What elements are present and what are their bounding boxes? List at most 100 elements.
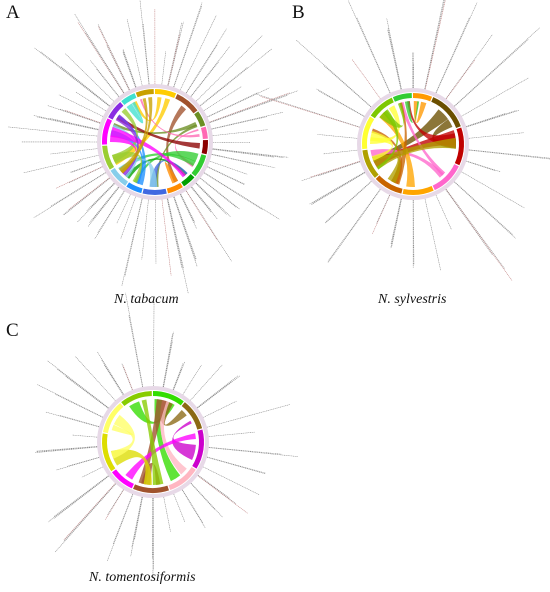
gene-label-mark [50,172,106,207]
gene-label-mark [203,400,237,418]
gene-label-mark [190,483,216,510]
caption-c: N. tomentosiformis [89,570,196,585]
gene-label-mark [55,166,103,189]
gene-label-mark [200,48,272,107]
gene-label-mark [209,160,248,175]
gene-label-mark [454,39,529,107]
chromosome-sector [108,102,124,120]
gene-label-mark [167,33,181,86]
gene-label-mark [197,475,248,514]
gene-label-mark [190,61,219,97]
gene-label-mark [199,66,248,106]
chord-ribbon [133,151,199,184]
gene-label-mark [425,0,446,90]
chord-ribbon [391,102,407,185]
gene-label-mark [94,191,125,240]
chromosome-sector [362,149,379,178]
gene-label-mark [325,181,372,224]
gene-label-mark [191,186,212,211]
gene-label-mark [55,393,103,418]
gene-label-mark [208,447,298,457]
gene-label-mark [57,368,109,409]
gene-label-mark [89,186,119,223]
chord-ribbon [111,424,133,436]
panel-letter-a: A [6,2,20,23]
gene-label-mark [390,198,402,245]
outer-track-ring [97,386,209,498]
gene-label-mark [260,96,360,128]
gene-label-mark [195,35,263,102]
gene-label-mark [454,181,516,239]
chromosome-sector [201,139,209,155]
chord-ribbon [404,101,420,123]
gene-label-mark [125,292,144,387]
chromosome-sector [102,402,124,434]
gene-label-mark [208,447,282,455]
chromosome-sector [181,402,203,430]
gene-label-mark [347,0,391,94]
gene-label-mark [323,65,372,108]
gene-label-mark [120,196,136,239]
gene-label-mark [181,489,206,529]
chromosome-sector [175,93,198,114]
chromosome-sector [402,186,434,196]
chord-ribbon [132,97,162,122]
gene-label-mark [166,198,183,269]
chord-ribbons [370,101,456,187]
gene-label-mark [74,13,125,94]
gene-label-mark [50,148,98,155]
gene-label-mark [65,376,109,409]
gene-label-mark [324,181,372,223]
sector-band [362,93,465,196]
gene-label-mark [197,475,237,505]
gene-label-mark [351,59,381,99]
gene-label-mark [376,194,390,224]
gene-label-mark [424,0,444,90]
gene-label-mark [182,489,204,523]
gene-label-mark [185,28,227,94]
gene-label-mark [203,466,260,495]
chord-ribbon [166,105,187,183]
gene-label-mark [173,2,203,88]
chord-ribbon [125,433,196,480]
gene-label-mark [141,199,149,260]
gene-label-mark [90,183,115,208]
gene-label-mark [90,60,120,97]
gene-label-mark [200,178,237,208]
gene-label-mark [45,411,100,428]
gene-label-mark [179,194,197,229]
gene-label-mark [161,51,166,85]
chord-ribbon [370,105,400,144]
gene-label-mark [180,14,217,90]
gene-label-mark [206,456,266,474]
gene-label-mark [63,178,110,216]
gene-label-mark [387,29,402,90]
gene-label-mark [435,2,478,94]
gene-label-mark [207,166,246,185]
chromosome-sector [413,93,433,102]
gene-label-mark [107,489,124,515]
gene-label-mark [424,0,445,90]
gene-label-mark [103,364,124,395]
gene-label-mark [139,0,150,85]
gene-label-mark [466,110,517,127]
chromosome-sector [454,127,465,166]
gene-label-mark [167,198,184,269]
gene-label-mark [163,340,173,388]
chord-ribbons [110,97,200,187]
gene-label-mark [33,47,110,107]
gene-label-mark [317,134,358,139]
chromosome-sector [200,126,208,139]
chromosome-sector [181,174,195,187]
gene-label-mark [75,91,107,112]
gene-label-mark [72,434,98,438]
chord-ribbon [172,420,196,460]
gene-label-mark [58,94,104,117]
gene-label-mark [173,368,182,390]
gene-label-mark [454,181,513,235]
gene-label-mark [53,475,109,517]
gene-label-mark [59,414,100,427]
gene-label-mark [124,198,143,277]
gene-label-mark [126,18,143,86]
